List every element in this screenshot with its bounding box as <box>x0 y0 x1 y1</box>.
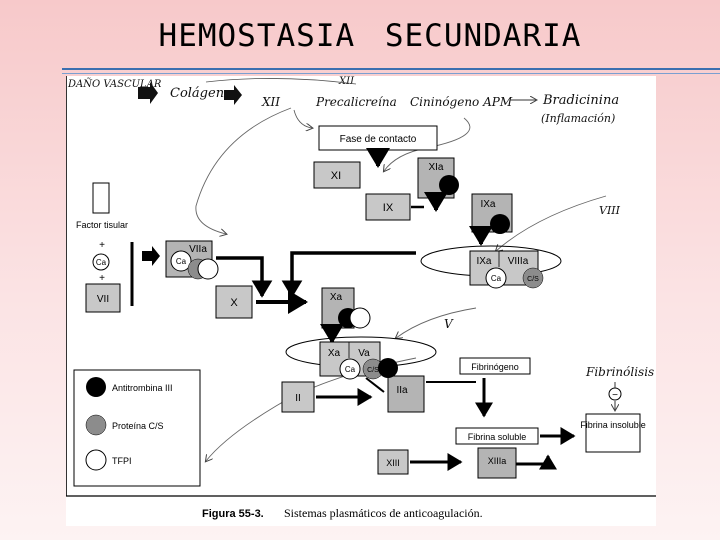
handwritten-stroke <box>205 78 357 85</box>
caption-label: Figura 55-3. <box>202 508 264 520</box>
legend-antitrombina-swatch <box>86 377 106 397</box>
ca-circle-prothrombinase <box>339 358 361 380</box>
arrow-xiiia-up <box>516 454 557 470</box>
coagulation-figure: DAÑO VASCULAR Colágeno XII XII Precalicr… <box>66 76 656 526</box>
legend-tfpi-swatch <box>85 449 107 471</box>
legend-proteina-swatch <box>85 414 107 436</box>
ca-circle-left <box>92 253 110 271</box>
ix-box <box>365 193 411 221</box>
va-label: Va <box>358 348 370 359</box>
plus-top: + <box>99 240 105 251</box>
xa-label: Xa <box>330 292 343 303</box>
precalicreina-text: Precalicreína <box>315 95 397 109</box>
cininogeno-text: Cininógeno APM <box>410 95 513 109</box>
fase-contacto-box <box>318 125 438 151</box>
ca-circle-tenase <box>485 267 507 289</box>
iia-label: IIa <box>396 385 408 396</box>
xii-down-arrow <box>293 109 312 128</box>
fase-contacto-label: Fase de contacto <box>340 134 417 145</box>
xia-label: XIa <box>428 162 443 173</box>
xi-label: XI <box>331 170 341 182</box>
arrow-ixcomplex-down <box>281 251 416 298</box>
fibrina-insoluble-label: Fibrina insoluble <box>580 420 646 430</box>
antithrombin-circle-ixa <box>490 214 510 234</box>
title-underline-thin <box>62 73 720 74</box>
bradicinina-text: Bradicinina <box>542 93 619 108</box>
feedback-arrow-v <box>396 307 477 338</box>
ca-viia-label: Ca <box>176 257 187 266</box>
legend-antitrombina-label: Antitrombina III <box>112 383 173 393</box>
xiiia-label: XIIIa <box>488 456 507 466</box>
ixa-complex-label: IXa <box>476 256 491 267</box>
feedback-arrow-viii <box>496 195 607 251</box>
fibrinogeno-box <box>459 357 531 375</box>
arrow-complex-iia <box>365 377 385 393</box>
xii-left-text: XII <box>261 95 280 109</box>
factor-tisular-box <box>92 182 110 214</box>
fibrinogeno-label: Fibrinógeno <box>471 362 519 372</box>
viiia-label: VIIIa <box>508 256 529 267</box>
block-arrow-2 <box>224 85 242 105</box>
fibrina-soluble-label: Fibrina soluble <box>468 432 527 442</box>
factor-tisular-label: Factor tisular <box>76 220 128 230</box>
xi-box <box>313 161 361 189</box>
tfpi-circle-viia <box>197 258 219 280</box>
x-box <box>215 285 253 319</box>
arrow-viia-down <box>216 256 273 298</box>
fibrina-insoluble-box <box>585 413 641 453</box>
minus-label: − <box>612 390 618 401</box>
ca-tenase-label: Ca <box>491 274 502 283</box>
iia-box <box>387 375 425 413</box>
xiii-label: XIII <box>386 458 400 468</box>
tfpi-circle-xa <box>349 307 371 329</box>
arrow-to-viia <box>142 246 160 266</box>
inflamacion-text: (Inflamación) <box>541 112 615 125</box>
ca-circle-viia <box>170 250 192 272</box>
slide-title: HEMOSTASIA SECUNDARIA <box>158 18 582 54</box>
fibrina-soluble-box <box>455 427 539 445</box>
caption-text: Sistemas plasmáticos de anticoagulación. <box>284 506 483 520</box>
x-label: X <box>230 297 238 309</box>
ixa-label: IXa <box>480 199 495 210</box>
xii-top-text: XII <box>338 76 355 87</box>
antithrombin-circle-xia <box>439 175 459 195</box>
vii-label: VII <box>97 294 109 305</box>
fibrinolisis-text: Fibrinólisis <box>585 365 654 379</box>
xiii-box <box>377 449 409 475</box>
viia-label: VIIa <box>189 244 207 255</box>
cs-tenase-label: C/S <box>527 276 539 283</box>
ii-box <box>281 381 315 413</box>
antithrombin-circle-iia <box>378 358 398 378</box>
legend-proteina-label: Proteína C/S <box>112 421 164 431</box>
proteina-cs-circle-tenase <box>522 267 544 289</box>
colageno-text: Colágeno <box>170 86 232 101</box>
xiiia-box <box>477 447 517 479</box>
viii-right-text: VIII <box>599 204 621 217</box>
feedback-arrow-xi <box>195 107 292 234</box>
vii-box <box>85 283 121 313</box>
ca-left-label: Ca <box>96 258 107 267</box>
ca-prothrombinase-label: Ca <box>345 365 356 374</box>
coagulation-diagram: DAÑO VASCULAR Colágeno XII XII Precalicr… <box>66 76 656 520</box>
v-mid-text: V <box>444 317 454 331</box>
xa-complex-label: Xa <box>328 348 341 359</box>
ix-label: IX <box>383 202 394 214</box>
ii-label: II <box>295 393 301 404</box>
block-arrow-1 <box>138 82 158 104</box>
cs-prothrombinase-label: C/S <box>367 367 379 374</box>
legend-tfpi-label: TFPI <box>112 456 132 466</box>
title-underline <box>62 68 720 70</box>
plus-bottom: + <box>99 273 105 284</box>
